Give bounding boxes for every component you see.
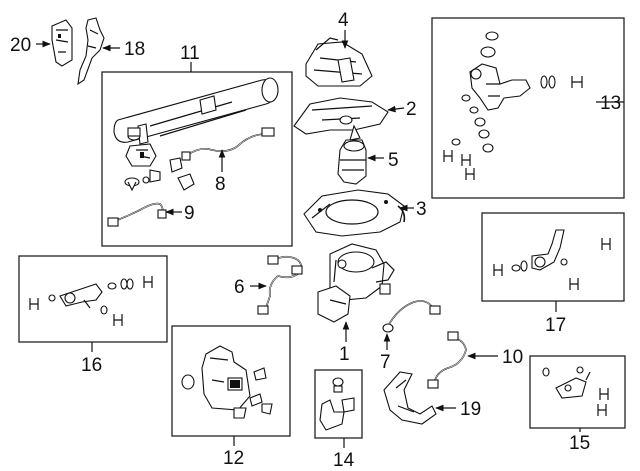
- part-12-lock-module: [181, 345, 273, 419]
- part-5-motor: [337, 139, 367, 185]
- callout-1: 1: [339, 344, 350, 365]
- callout-14: 14: [333, 450, 355, 471]
- part-15-lock-assembly: [542, 366, 609, 416]
- callout-15: 15: [569, 433, 590, 454]
- part-18-bracket: [77, 17, 105, 86]
- part-16-lock-assembly: [29, 276, 153, 326]
- callout-7: 7: [380, 352, 391, 373]
- part-20-bracket: [51, 19, 73, 67]
- part-14-bracket: [319, 377, 355, 431]
- part-10-harness: [427, 331, 467, 389]
- callout-11: 11: [180, 43, 200, 64]
- callout-6: 6: [234, 277, 245, 298]
- callout-20: 20: [10, 35, 31, 56]
- callout-19: 19: [460, 399, 481, 420]
- part-11-small-parts: [124, 127, 195, 192]
- part-7-harness: [382, 300, 441, 333]
- callout-12: 12: [223, 448, 244, 469]
- group-box-14: [314, 369, 363, 439]
- part-17-lock-assembly: [493, 229, 611, 290]
- part-9-wire: [107, 202, 167, 227]
- callout-17: 17: [545, 315, 566, 336]
- callout-9: 9: [184, 203, 195, 224]
- part-11-column-tube: [113, 77, 279, 145]
- group-box-16: [18, 255, 168, 343]
- group-box-13: [431, 17, 625, 199]
- callout-2: 2: [406, 99, 417, 120]
- part-3-mount-plate: [303, 189, 406, 237]
- callout-13: 13: [600, 93, 621, 114]
- callout-4: 4: [338, 10, 349, 31]
- callout-18: 18: [124, 39, 145, 60]
- callout-10: 10: [502, 347, 523, 368]
- part-19-bracket: [383, 371, 437, 425]
- group-box-15: [529, 355, 626, 429]
- callout-5: 5: [388, 150, 399, 171]
- part-6-harness: [257, 255, 303, 315]
- part-1-pump: [317, 243, 395, 323]
- callout-3: 3: [416, 199, 427, 220]
- callout-16: 16: [81, 355, 102, 376]
- group-box-17: [481, 212, 625, 302]
- part-2-bracket: [293, 97, 389, 141]
- callout-8: 8: [215, 174, 226, 195]
- group-box-11: [101, 71, 293, 247]
- part-13-lock-assembly: [443, 31, 583, 180]
- leader-2: [387, 105, 405, 113]
- part-4-cover: [305, 37, 373, 87]
- part-8-wire: [181, 127, 275, 161]
- group-box-12: [171, 325, 291, 437]
